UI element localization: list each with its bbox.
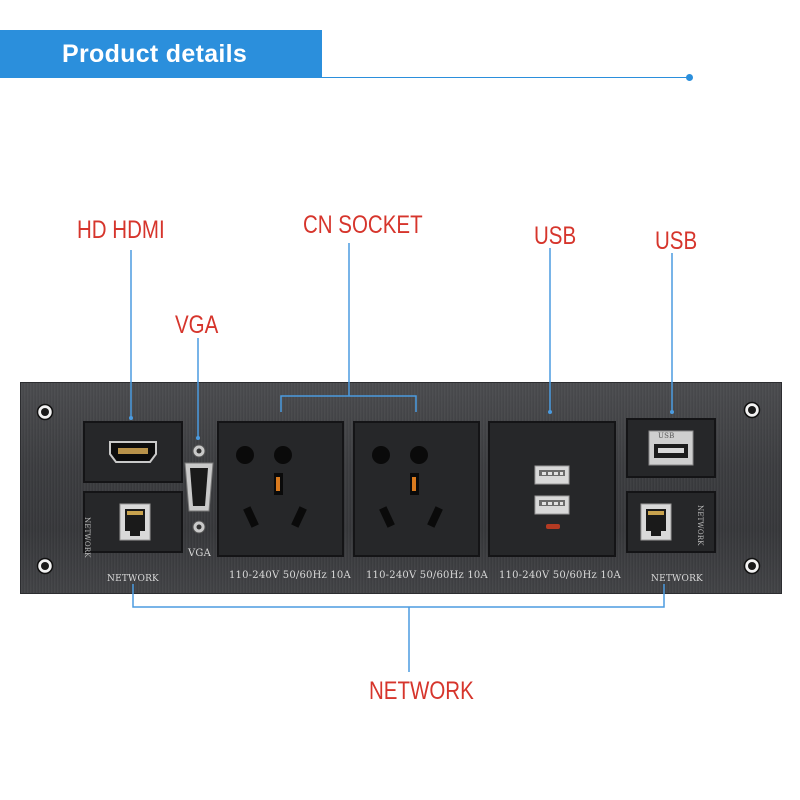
usb-module-rating: 110-240V 50/60Hz 10A xyxy=(499,570,621,581)
callout-usb-left: USB xyxy=(534,222,577,250)
hdmi-module xyxy=(83,421,183,483)
usb-port-label: USB xyxy=(658,432,675,440)
header-divider-dot xyxy=(686,74,693,81)
vga-port-icon[interactable] xyxy=(181,441,217,537)
header-divider xyxy=(322,77,688,78)
mounting-hole-icon xyxy=(36,403,54,421)
usb-port-icon[interactable] xyxy=(648,430,694,466)
socket-1-rating: 110-240V 50/60Hz 10A xyxy=(229,570,351,581)
ethernet-port-icon[interactable] xyxy=(640,503,672,541)
network-module-left: NETWORK xyxy=(83,491,183,558)
network-module-right: NETWORK xyxy=(626,491,716,553)
callout-vga: VGA xyxy=(175,311,219,339)
mounting-hole-icon xyxy=(743,401,761,419)
mounting-hole-icon xyxy=(36,557,54,575)
callout-usb-right: USB xyxy=(655,227,698,255)
mounting-hole-icon xyxy=(743,557,761,575)
indicator-led-icon xyxy=(546,524,560,529)
page-title: Product details xyxy=(0,30,322,78)
hdmi-port-icon[interactable] xyxy=(108,439,158,465)
network-right-caption: NETWORK xyxy=(651,574,703,584)
network-left-caption: NETWORK xyxy=(107,574,159,584)
callout-cn-socket: CN SOCKET xyxy=(303,211,423,239)
faceplate-panel: NETWORK NETWORK VGA 110-240V 50/60Hz 10A xyxy=(20,382,782,594)
usb-module-right: USB xyxy=(626,418,716,478)
vga-caption: VGA xyxy=(188,548,212,559)
callout-network: NETWORK xyxy=(369,677,474,705)
power-outlet-icon[interactable] xyxy=(355,423,478,555)
callout-hdmi: HD HDMI xyxy=(77,216,165,244)
power-outlet-icon[interactable] xyxy=(219,423,342,555)
socket-2-rating: 110-240V 50/60Hz 10A xyxy=(366,570,488,581)
usb-port-icon[interactable] xyxy=(534,495,570,515)
power-socket-2 xyxy=(353,421,480,557)
ethernet-port-icon[interactable] xyxy=(119,503,151,541)
usb-port-icon[interactable] xyxy=(534,465,570,485)
power-socket-1 xyxy=(217,421,344,557)
usb-charger-module xyxy=(488,421,616,557)
